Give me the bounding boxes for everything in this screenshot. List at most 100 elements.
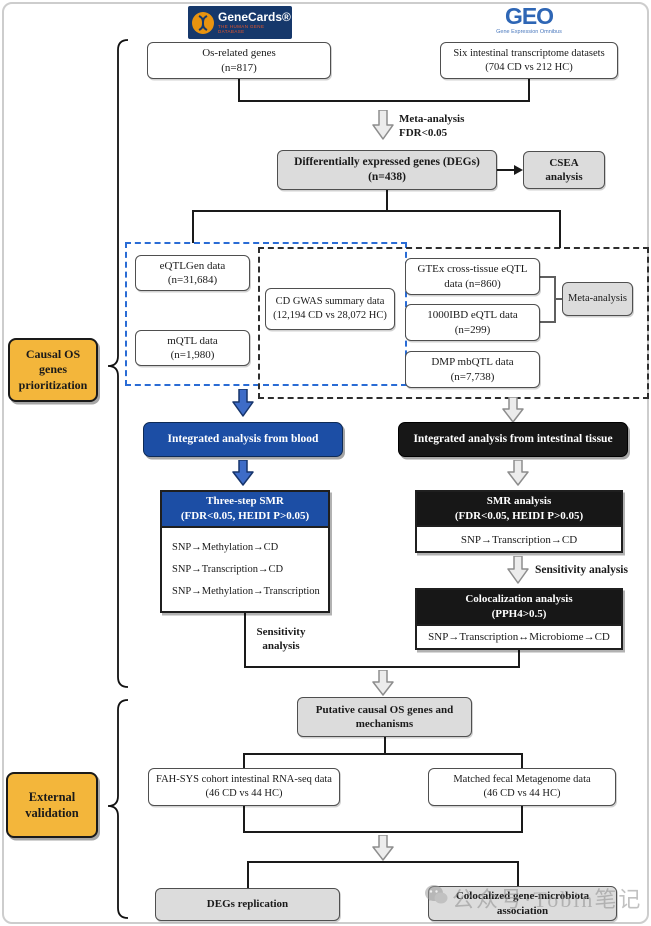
sensitivity-label-tissue: Sensitivity analysis (535, 563, 645, 577)
label-line: validation (25, 806, 79, 820)
node-line: Six intestinal transcriptome datasets (453, 47, 605, 59)
node-line: FAH-SYS cohort intestinal RNA-seq data (156, 774, 332, 786)
node-line: (704 CD vs 212 HC) (485, 61, 573, 73)
node-line: CSEA (549, 156, 579, 169)
node-integrated-blood: Integrated analysis from blood (143, 422, 343, 457)
header-line: (FDR<0.05, HEIDI P>0.05) (454, 509, 584, 522)
connector-line (244, 613, 246, 668)
node-fah-sys: FAH-SYS cohort intestinal RNA-seq data (… (148, 768, 340, 806)
connector-line (247, 861, 249, 888)
down-arrow-icon (372, 669, 394, 701)
node-eqtlgen: eQTLGen data (n=31,684) (135, 255, 250, 291)
node-line: Matched fecal Metagenome data (453, 774, 591, 786)
connector-line (243, 753, 245, 768)
node-line: Meta-analysis (568, 293, 627, 305)
connector-line (559, 210, 561, 248)
node-degs-replication: DEGs replication (155, 888, 340, 921)
node-os-related-genes: Os-related genes (n=817) (147, 42, 331, 79)
label-line: analysis (262, 640, 300, 652)
connector-line (238, 100, 530, 102)
node-line: (12,194 CD vs 28,072 HC) (273, 310, 387, 321)
connector-line (192, 210, 561, 212)
coloc-path-row: SNP→Transcription↔Microbiome→CD (428, 631, 610, 643)
node-line: DEGs replication (206, 898, 289, 911)
connector-line (521, 806, 523, 833)
node-line: (46 CD vs 44 HC) (205, 788, 283, 799)
label-line: Causal OS (25, 346, 81, 361)
node-line: CD GWAS summary data (275, 296, 385, 308)
connector-line (540, 276, 556, 278)
connector-line (247, 861, 519, 863)
sensitivity-label-blood: Sensitivity analysis (250, 625, 312, 653)
connector-line (243, 806, 245, 833)
smr-path-row: SNP→Transcription→CD (460, 534, 578, 546)
connector-line (497, 169, 515, 171)
node-line: association (496, 904, 549, 917)
node-degs: Differentially expressed genes (DEGs) (n… (277, 150, 497, 190)
header-line: SMR analysis (486, 494, 552, 507)
connector-line (384, 737, 386, 755)
node-line: Integrated analysis from intestinal tiss… (413, 433, 613, 446)
connector-line (243, 831, 523, 833)
node-smr-analysis: SMR analysis (FDR<0.05, HEIDI P>0.05) SN… (415, 490, 623, 553)
header-line: (PPH4>0.5) (491, 608, 547, 620)
section-label-causal: Causal OS genes prioritization (8, 338, 98, 402)
node-meta-analysis-tissue: Meta-analysis (562, 282, 633, 316)
header-line: (FDR<0.05, HEIDI P>0.05) (180, 510, 310, 522)
node-line: (n=1,980) (170, 349, 215, 361)
label-line: External (28, 789, 76, 804)
node-line: mQTL data (167, 334, 218, 347)
node-line: (n=438) (368, 171, 406, 183)
node-cd-gwas: CD GWAS summary data (12,194 CD vs 28,07… (265, 288, 395, 330)
connector-line (386, 190, 388, 212)
node-line: Putative causal OS genes and (315, 703, 454, 716)
node-line: mechanisms (355, 718, 414, 730)
connector-line (528, 79, 530, 102)
three-step-smr-header: Three-step SMR (FDR<0.05, HEIDI P>0.05) (162, 492, 328, 528)
label-line: Sensitivity analysis (535, 564, 628, 576)
connector-line (521, 753, 523, 768)
down-arrow-icon (372, 834, 394, 866)
intestinal-data-group (258, 247, 649, 399)
label-line: prioritization (18, 377, 88, 392)
connector-line (517, 861, 519, 886)
geo-title: GEO (504, 3, 554, 29)
down-arrow-icon (507, 459, 529, 491)
three-step-smr-body: SNP→Methylation→CD SNP→Transcription→CD … (162, 528, 328, 607)
section-label-external: External validation (6, 772, 98, 838)
node-line: Colocalized gene-microbiota (455, 890, 590, 903)
smr-path-row: SNP→Transcription→CD (172, 564, 284, 575)
dna-icon (192, 11, 214, 34)
connector-line (244, 666, 520, 668)
connector-line (540, 321, 556, 323)
connector-line (238, 79, 240, 102)
label-line: Sensitivity (256, 626, 306, 638)
colocalization-header: Colocalization analysis (PPH4>0.5) (417, 590, 621, 626)
node-line: DMP mbQTL data (431, 356, 514, 369)
genecards-subtitle: THE HUMAN GENE DATABASE (218, 24, 265, 34)
blue-down-arrow-icon (232, 459, 254, 491)
smr-analysis-header: SMR analysis (FDR<0.05, HEIDI P>0.05) (417, 492, 621, 527)
node-three-step-smr: Three-step SMR (FDR<0.05, HEIDI P>0.05) … (160, 490, 330, 613)
arrowhead-right-icon (514, 165, 523, 175)
label-line: FDR<0.05 (399, 127, 448, 139)
smr-path-row: SNP→Methylation→Transcription (172, 586, 320, 597)
node-matched-fecal: Matched fecal Metagenome data (46 CD vs … (428, 768, 616, 806)
node-line: Differentially expressed genes (DEGs) (294, 156, 480, 169)
node-line: (n=817) (221, 61, 257, 74)
node-line: GTEx cross-tissue eQTL (417, 263, 528, 276)
genecards-logo: GeneCards® THE HUMAN GENE DATABASE (188, 6, 292, 39)
node-dmp-mbqtl: DMP mbQTL data (n=7,738) (405, 351, 540, 388)
geo-subtitle: Gene Expression Omnibus (496, 29, 562, 35)
header-line: Colocalization analysis (465, 593, 573, 606)
node-line: data (n=860) (444, 277, 501, 290)
smr-path-row: SNP→Methylation→CD (172, 542, 279, 553)
node-line: analysis (545, 171, 583, 183)
connector-line (192, 210, 194, 243)
node-line: eQTLGen data (159, 259, 226, 272)
node-csea: CSEA analysis (523, 151, 605, 189)
meta-analysis-arrow-label: Meta-analysis FDR<0.05 (399, 112, 491, 140)
node-putative-genes: Putative causal OS genes and mechanisms (297, 697, 472, 737)
